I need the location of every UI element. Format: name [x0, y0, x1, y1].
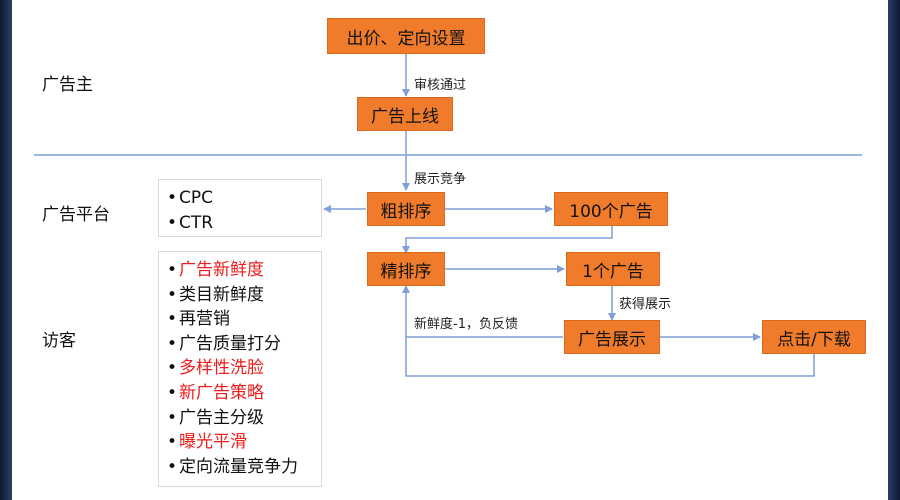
- node-ad-online: 广告上线: [357, 97, 453, 131]
- node-click-download: 点击/下载: [762, 320, 866, 354]
- label-get-display: 获得展示: [619, 297, 672, 312]
- factor-item: 新广告策略: [167, 381, 321, 406]
- factor-item: 曝光平滑: [167, 430, 321, 455]
- factors-box: 广告新鲜度类目新鲜度再营销广告质量打分多样性洗脸新广告策略广告主分级曝光平滑定向…: [158, 251, 322, 487]
- lane-advertiser: 广告主: [42, 75, 93, 95]
- label-review-pass: 审核通过: [414, 78, 467, 93]
- factor-item: 类目新鲜度: [167, 283, 321, 308]
- lane-platform: 广告平台: [42, 205, 110, 225]
- node-top1: 1个广告: [566, 252, 660, 286]
- flow-diagram: 广告主 广告平台 访客 出价、定向设置 广告上线 粗排序 100个广告 精排序 …: [12, 0, 888, 500]
- arrow-feedback-click: [405, 337, 815, 377]
- node-coarse-rank: 粗排序: [367, 192, 445, 226]
- factor-item: 再营销: [167, 307, 321, 332]
- metric-item: CTR: [167, 211, 321, 236]
- metrics-list: CPCCTR: [159, 180, 321, 235]
- factor-item: 广告主分级: [167, 406, 321, 431]
- arrow-top100-to-fine: [402, 226, 613, 254]
- node-ad-show: 广告展示: [564, 320, 660, 354]
- metric-item: CPC: [167, 186, 321, 211]
- left-slide-edge: [0, 0, 12, 500]
- connector-layer: [34, 54, 862, 377]
- factors-list: 广告新鲜度类目新鲜度再营销广告质量打分多样性洗脸新广告策略广告主分级曝光平滑定向…: [159, 252, 321, 479]
- metrics-box: CPCCTR: [158, 179, 322, 237]
- factor-item: 广告质量打分: [167, 332, 321, 357]
- node-bid-setup: 出价、定向设置: [327, 18, 485, 54]
- node-fine-rank: 精排序: [367, 252, 445, 286]
- factor-item: 定向流量竞争力: [167, 455, 321, 480]
- right-slide-edge: [888, 0, 900, 500]
- factor-item: 多样性洗脸: [167, 356, 321, 381]
- factor-item: 广告新鲜度: [167, 258, 321, 283]
- label-display-compete: 展示竞争: [414, 172, 467, 187]
- lane-visitor: 访客: [42, 331, 76, 351]
- label-freshness-feedback: 新鲜度-1，负反馈: [414, 317, 518, 332]
- node-top100: 100个广告: [554, 192, 668, 226]
